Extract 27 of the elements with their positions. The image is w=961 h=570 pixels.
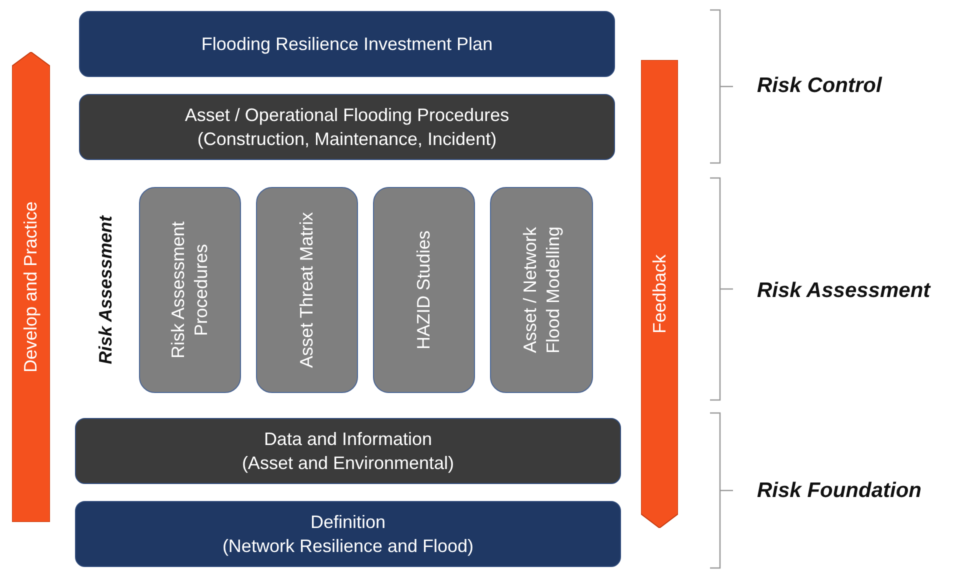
assessment-card: [490, 187, 593, 393]
box-title: Asset / Operational Flooding Procedures: [184, 104, 510, 127]
tier-label: Risk Assessment: [757, 279, 930, 303]
vertical-label: Asset / Network Flood Modelling: [518, 225, 564, 356]
plan-bar: [79, 11, 615, 77]
assessment-card: [139, 187, 241, 393]
box-subtitle: (Network Resilience and Flood): [222, 535, 474, 558]
box-subtitle: (Construction, Maintenance, Incident): [197, 128, 497, 151]
tier-label: Risk Control: [757, 74, 882, 98]
box-title: Definition: [310, 511, 386, 534]
box-subtitle: (Asset and Environmental): [242, 452, 454, 475]
vertical-label: Risk Assessment Procedures: [167, 220, 212, 361]
box-title: Flooding Resilience Investment Plan: [201, 33, 493, 56]
assessment-card: [373, 187, 475, 393]
tier-label: Risk Foundation: [757, 479, 922, 503]
assessment-card: [256, 187, 358, 393]
data-bar: [75, 418, 621, 484]
vertical-label: Feedback: [648, 254, 670, 334]
vertical-label: Asset Threat Matrix: [296, 211, 318, 370]
vertical-label: HAZID Studies: [412, 229, 434, 352]
vertical-label: Develop and Practice: [20, 201, 42, 373]
upward-arrow: [12, 52, 50, 522]
downward-arrow: [641, 60, 678, 528]
section-label: Risk Assessment: [96, 216, 116, 364]
box-title: Data and Information: [264, 428, 432, 451]
definition-bar: [75, 501, 621, 567]
procedures-bar: [79, 94, 615, 160]
